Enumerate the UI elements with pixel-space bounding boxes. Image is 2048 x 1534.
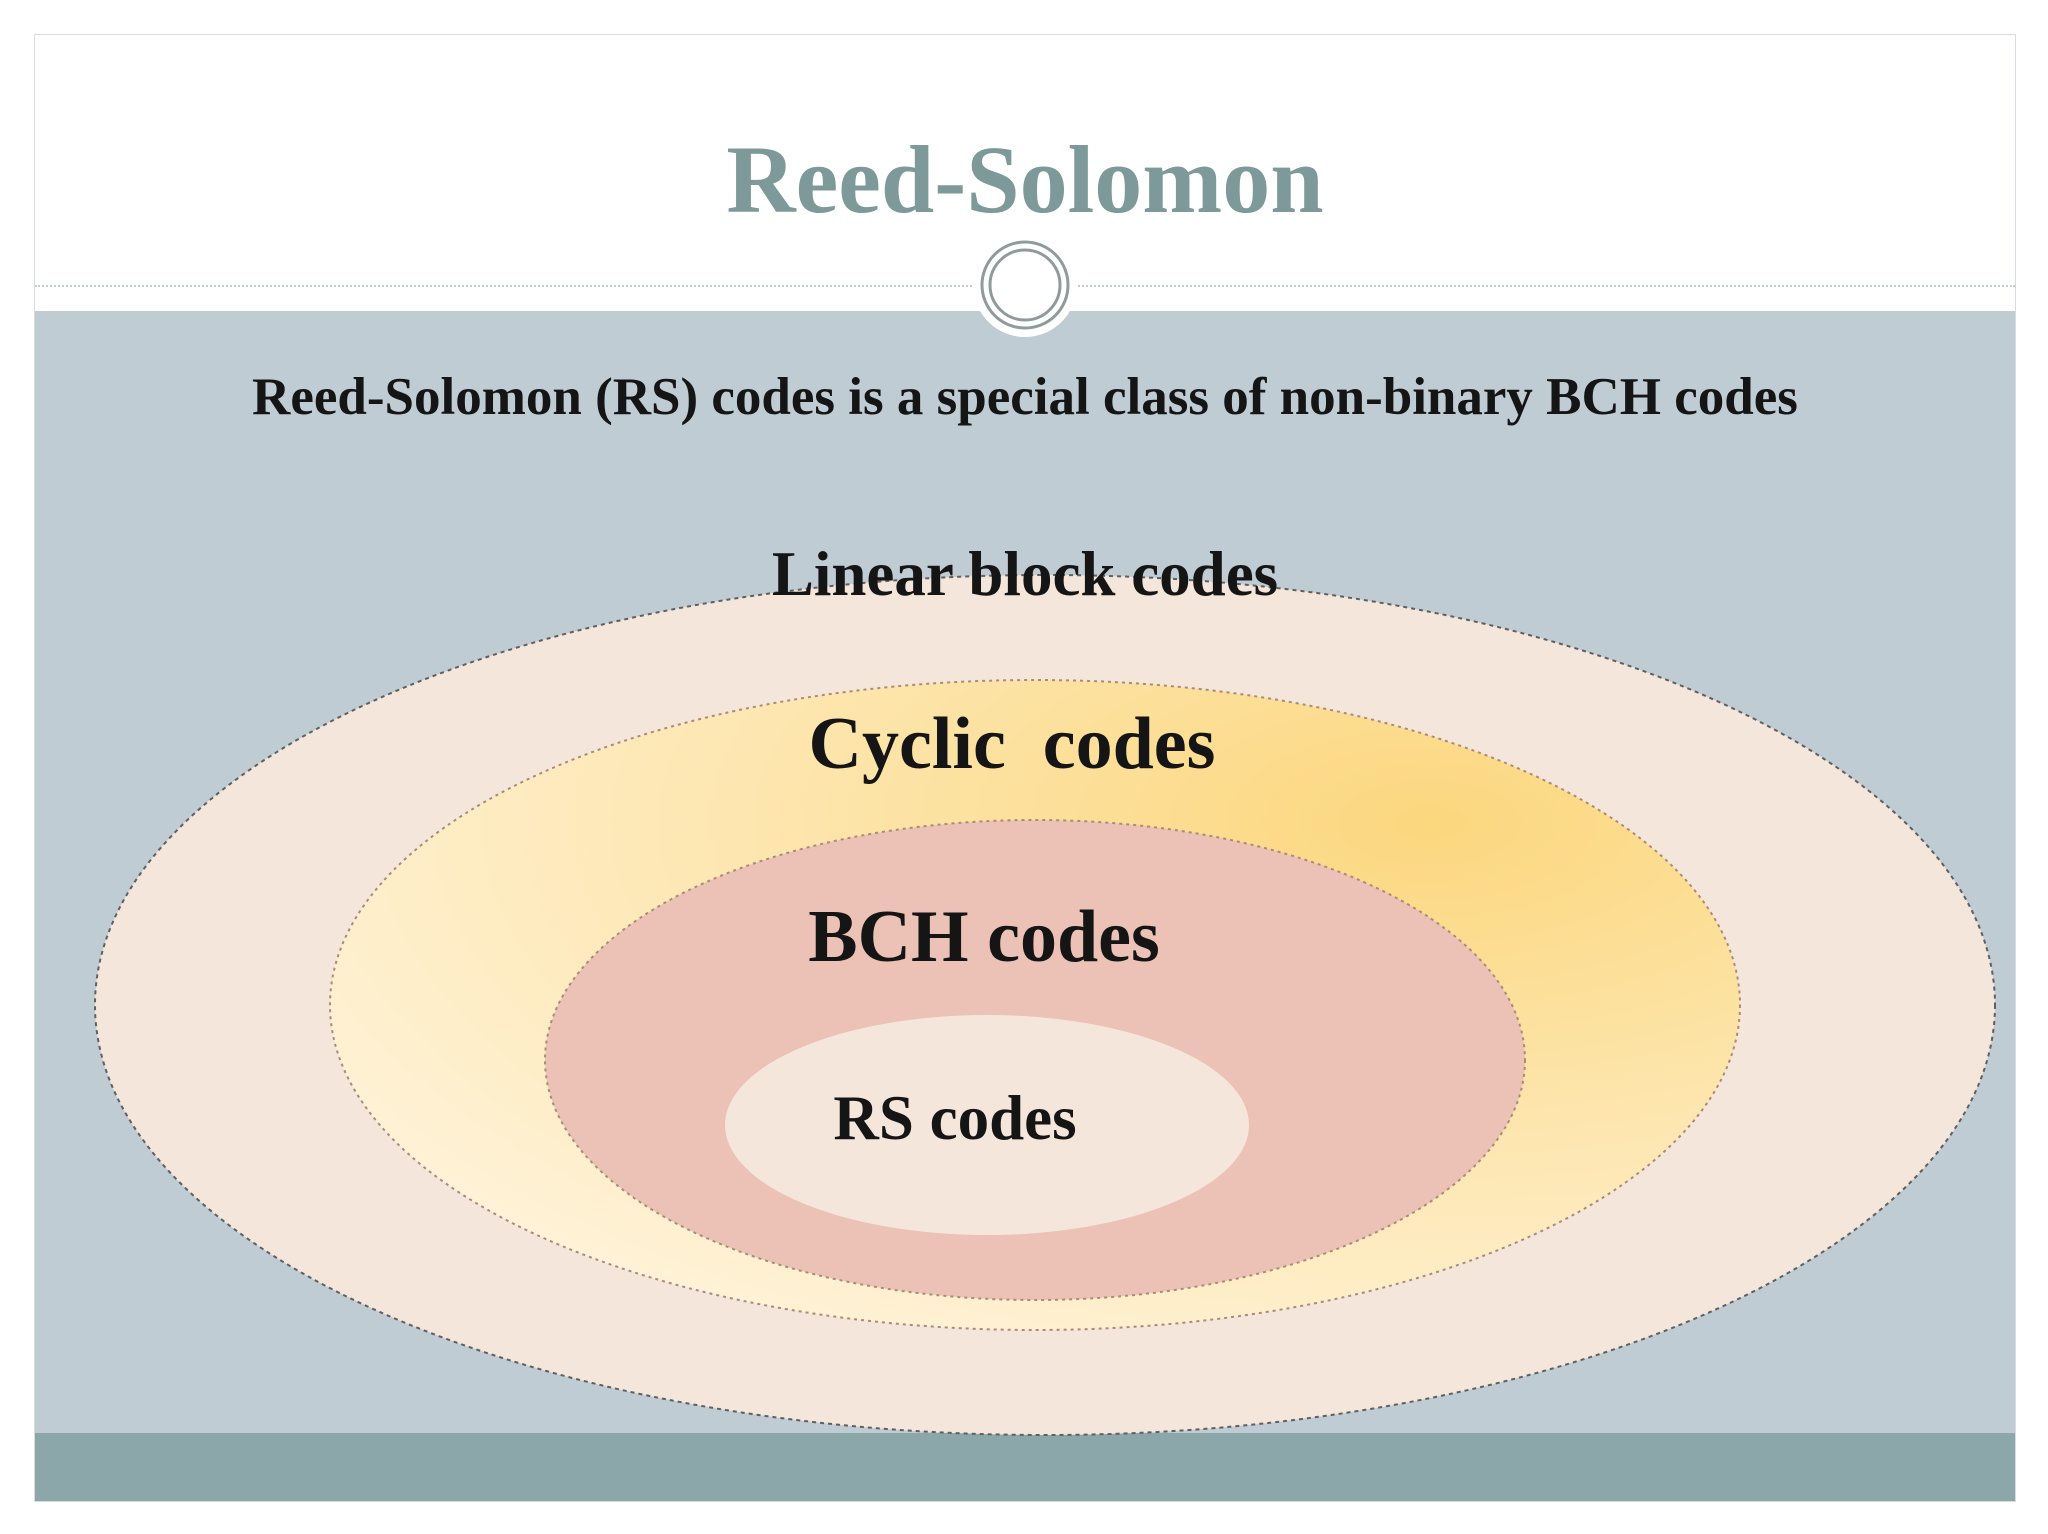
cyclic-codes-label: Cyclic codes — [809, 703, 1216, 785]
nested-sets-diagram: Linear block codes Cyclic codes BCH code… — [94, 539, 1996, 1436]
footer-band — [35, 1433, 2015, 1501]
bch-codes-label: BCH codes — [808, 896, 1160, 978]
slide: Reed-Solomon Reed-Solomon (RS) codes is … — [34, 34, 2016, 1502]
rs-codes-label: RS codes — [833, 1083, 1076, 1153]
rs-codes-set — [725, 1015, 1249, 1235]
slide-title: Reed-Solomon — [726, 126, 1324, 233]
slide-subtitle: Reed-Solomon (RS) codes is a special cla… — [252, 368, 1798, 426]
linear-block-codes-label: Linear block codes — [772, 539, 1278, 609]
double-ring-icon — [973, 233, 1077, 337]
